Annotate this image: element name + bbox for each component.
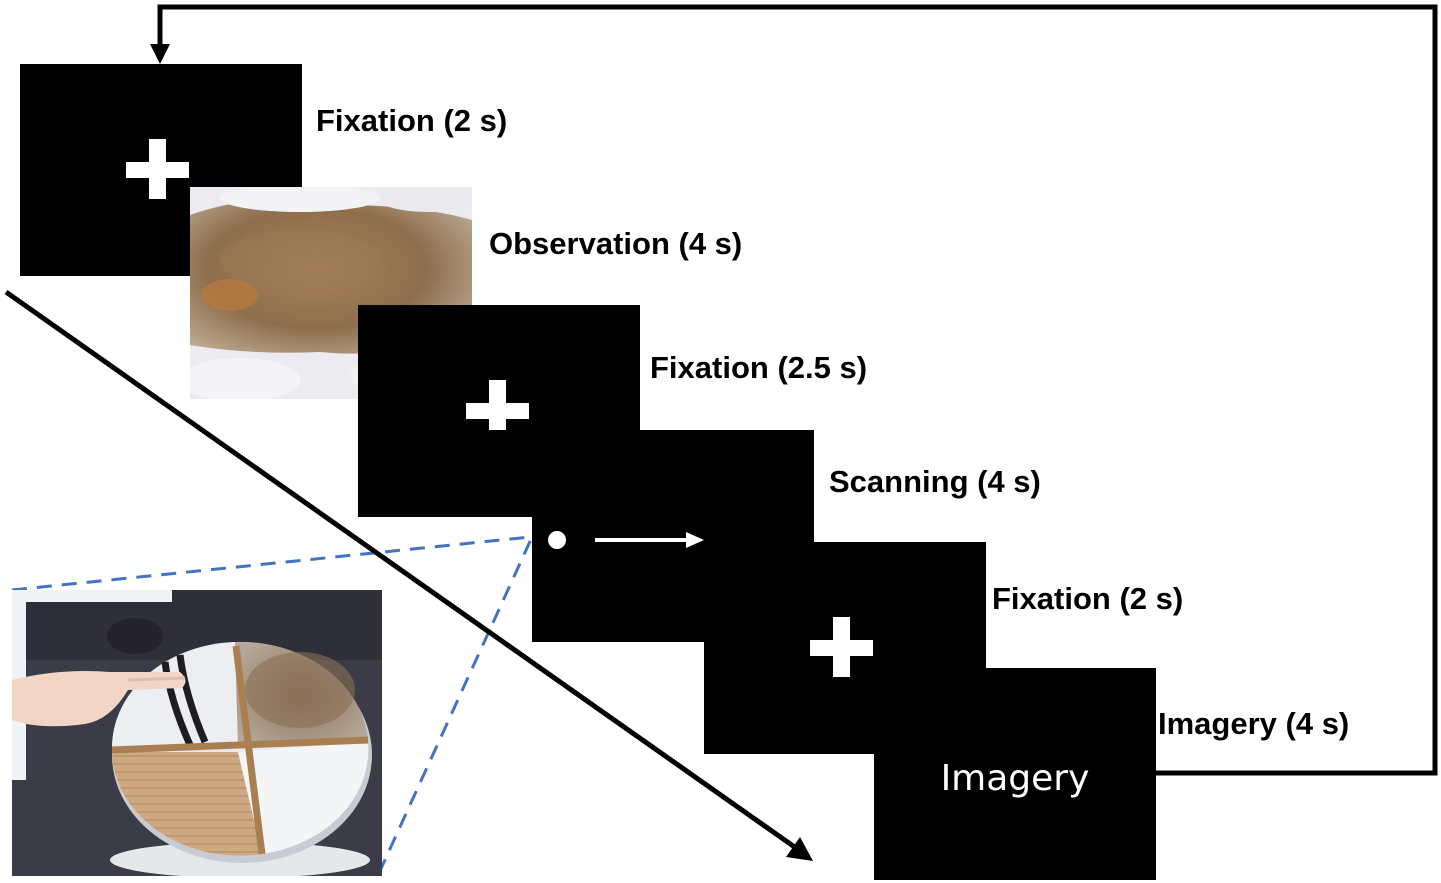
step-label-scanning: Scanning (4 s) [829, 464, 1041, 499]
time-arrow-icon [786, 837, 813, 861]
step-label-imagery: Imagery (4 s) [1158, 706, 1349, 741]
scan-direction-arrow-icon [595, 532, 704, 548]
fixation-cross-icon [126, 139, 189, 199]
step-label-fixation-3: Fixation (2 s) [992, 581, 1183, 616]
imagery-screen-text: Imagery [941, 758, 1090, 799]
loop-line [157, 4, 1438, 776]
fixation-cross-icon [466, 380, 529, 440]
time-axis-line [4, 289, 798, 851]
scanning-dot-icon [548, 531, 566, 549]
step-label-observation: Observation (4 s) [489, 226, 742, 261]
fixation-cross-icon [810, 617, 873, 677]
zoom-line-upper [11, 535, 531, 592]
step-label-fixation-1: Fixation (2 s) [316, 103, 507, 138]
loop-arrow-icon [150, 44, 170, 64]
inset-photo-texture-disk [12, 590, 382, 876]
step-label-fixation-2: Fixation (2.5 s) [650, 350, 867, 385]
screen-imagery: Imagery [874, 668, 1156, 880]
zoom-line-lower [377, 536, 534, 874]
